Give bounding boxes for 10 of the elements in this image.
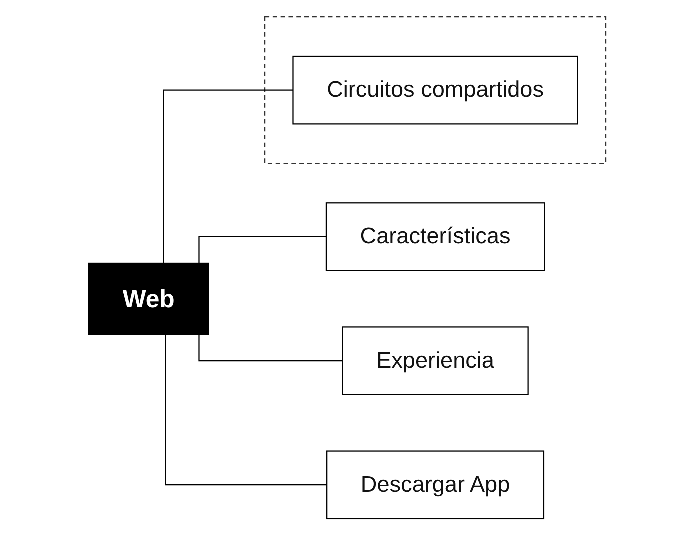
connector bbox=[164, 90, 294, 264]
node-box: Características bbox=[326, 202, 546, 272]
connector bbox=[199, 334, 344, 362]
node-box: Descargar App bbox=[326, 450, 546, 520]
cluster bbox=[264, 16, 608, 164]
node-box: Experiencia bbox=[342, 326, 530, 396]
node-box: Web bbox=[88, 262, 210, 336]
connector bbox=[166, 334, 328, 486]
node-box: Circuitos compartidos bbox=[293, 56, 579, 125]
connector bbox=[199, 236, 327, 264]
